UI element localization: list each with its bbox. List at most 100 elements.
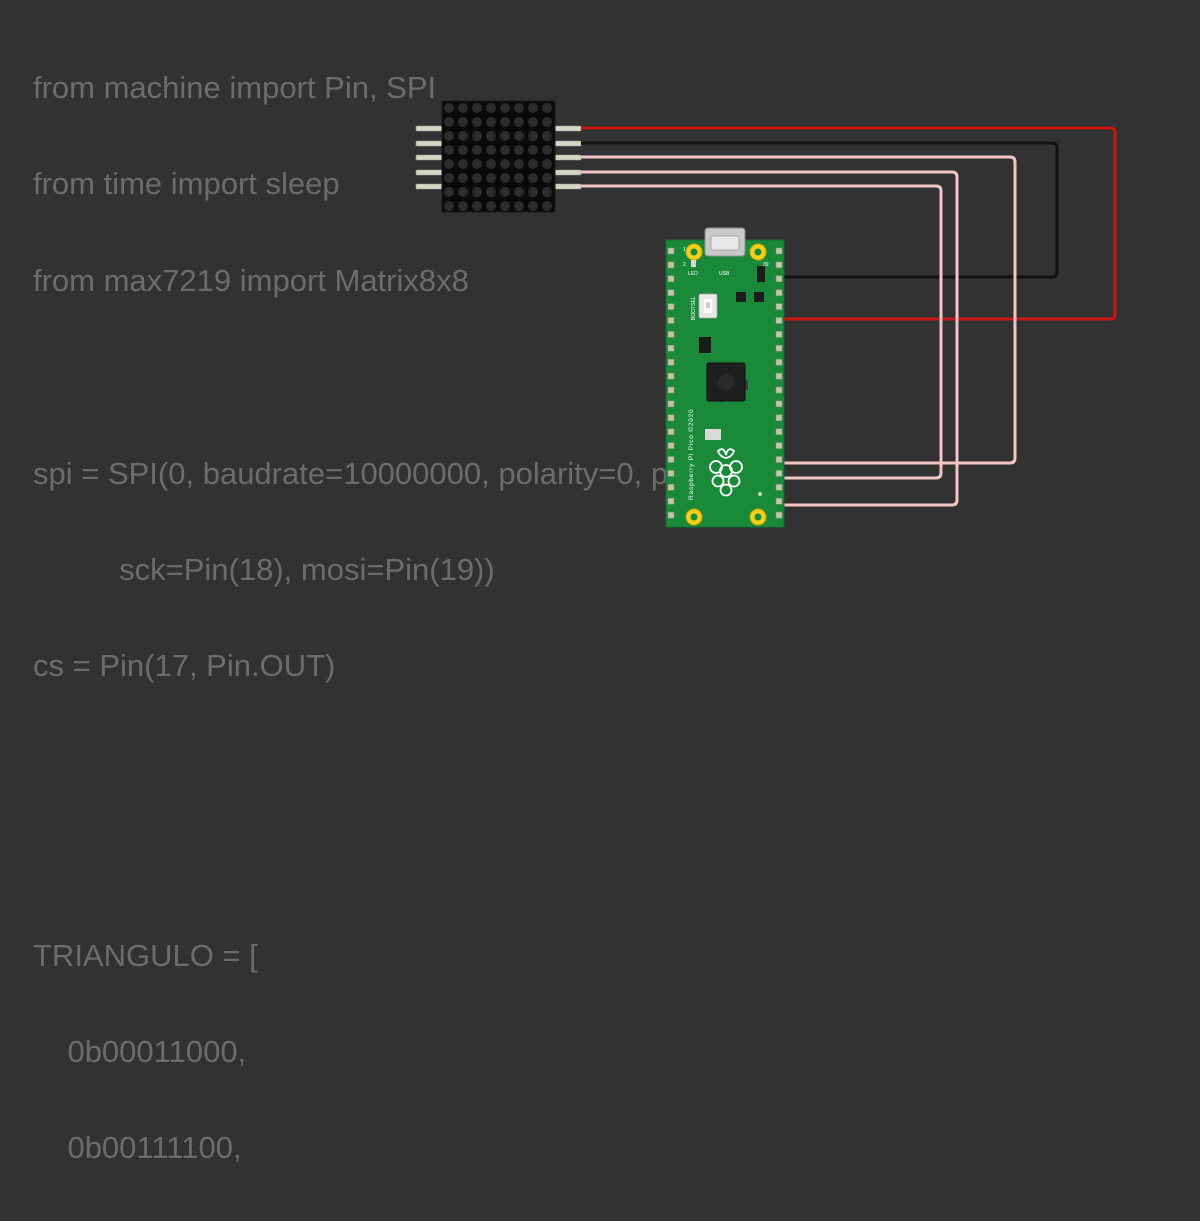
pico-pin[interactable]: [775, 372, 783, 380]
pico-pin[interactable]: [667, 331, 675, 338]
onboard-led: [691, 260, 696, 267]
matrix-led: [486, 117, 496, 127]
matrix-right-pins: [552, 125, 582, 190]
pico-pin[interactable]: [667, 456, 675, 463]
pico-pin[interactable]: [775, 289, 783, 296]
matrix-led: [472, 187, 482, 197]
pico-pin[interactable]: [775, 331, 783, 338]
pico-pin[interactable]: [775, 400, 783, 408]
board-name-label: Raspberry Pi Pico ©2020: [687, 409, 695, 500]
pico-pin[interactable]: [667, 372, 675, 380]
matrix-led: [444, 131, 454, 141]
wire-cs[interactable]: [581, 170, 959, 507]
wire-gnd[interactable]: [581, 141, 1059, 279]
matrix-led: [472, 159, 482, 169]
pico-pin[interactable]: [667, 345, 675, 352]
pico-pin[interactable]: [775, 261, 783, 269]
code-line: from machine import Pin, SPI: [33, 70, 437, 105]
matrix-led: [444, 103, 454, 113]
led-matrix-module[interactable]: [415, 100, 582, 213]
matrix-led: [528, 117, 538, 127]
matrix-led: [542, 159, 552, 169]
matrix-body: [441, 100, 556, 213]
pico-pin[interactable]: [775, 358, 783, 366]
matrix-led: [444, 117, 454, 127]
pico-pin[interactable]: [775, 414, 783, 422]
matrix-led: [514, 173, 524, 183]
pico-pin[interactable]: [667, 261, 675, 269]
pico-pin[interactable]: [667, 414, 675, 422]
matrix-led: [472, 103, 482, 113]
matrix-led: [500, 131, 510, 141]
pico-edge-pins: [667, 247, 783, 519]
matrix-led: [458, 187, 468, 197]
pico-pin[interactable]: [775, 303, 783, 310]
pico-pin[interactable]: [775, 497, 783, 505]
matrix-led: [542, 145, 552, 155]
pico-pin[interactable]: [667, 358, 675, 366]
matrix-led: [514, 159, 524, 169]
pico-pin[interactable]: [667, 275, 675, 283]
matrix-led: [528, 103, 538, 113]
wire-clk[interactable]: [581, 184, 943, 480]
matrix-led: [486, 187, 496, 197]
crystal: [705, 429, 721, 440]
pico-pin[interactable]: [775, 456, 783, 463]
wire-din[interactable]: [581, 155, 1017, 465]
code-line: spi = SPI(0, baudrate=10000000, polarity…: [33, 455, 780, 491]
pin-2-label: 2: [683, 262, 686, 268]
matrix-led: [458, 131, 468, 141]
matrix-led: [472, 117, 482, 127]
pico-pin[interactable]: [775, 386, 783, 394]
matrix-led: [500, 201, 510, 211]
pico-pin[interactable]: [667, 317, 675, 324]
matrix-led: [514, 103, 524, 113]
pico-pin[interactable]: [667, 484, 675, 491]
pico-pin[interactable]: [775, 484, 783, 491]
wires: [581, 126, 1117, 507]
pico-pin[interactable]: [775, 470, 783, 477]
code-line: sck=Pin(18), mosi=Pin(19)): [33, 551, 495, 587]
pico-pin[interactable]: [667, 442, 675, 449]
pico-pin[interactable]: [667, 247, 675, 255]
pico-pin[interactable]: [775, 345, 783, 352]
raspberry-pi-logo-icon: [709, 448, 743, 497]
matrix-led: [514, 117, 524, 127]
pico-pin[interactable]: [667, 511, 675, 519]
matrix-led: [472, 145, 482, 155]
test-point: [758, 492, 762, 496]
matrix-led: [458, 145, 468, 155]
matrix-led: [472, 131, 482, 141]
matrix-led: [528, 145, 538, 155]
pico-pin[interactable]: [667, 400, 675, 408]
code-line: from max7219 import Matrix8x8: [33, 262, 469, 298]
matrix-left-pins: [415, 125, 445, 190]
code-line: [33, 739, 779, 787]
rp2040-chip: [706, 362, 746, 402]
bootsel-label: BOOTSEL: [691, 296, 697, 320]
pico-pin[interactable]: [775, 275, 783, 283]
pico-pin[interactable]: [667, 386, 675, 394]
pico-pin[interactable]: [667, 428, 675, 435]
matrix-led: [542, 201, 552, 211]
pico-pin[interactable]: [667, 303, 675, 310]
pico-pin[interactable]: [667, 497, 675, 505]
pico-pin[interactable]: [667, 470, 675, 477]
pico-pin[interactable]: [775, 511, 783, 519]
matrix-led: [500, 159, 510, 169]
pico-pin[interactable]: [775, 428, 783, 435]
matrix-led: [458, 173, 468, 183]
matrix-led: [444, 173, 454, 183]
code-line: [33, 835, 779, 883]
raspberry-pi-pico[interactable]: 1 2 39 LED USB BOOTSEL: [665, 227, 785, 528]
pico-pin[interactable]: [775, 442, 783, 449]
pico-pin[interactable]: [775, 247, 783, 255]
matrix-led: [458, 201, 468, 211]
pico-pin[interactable]: [775, 317, 783, 324]
matrix-dots: [444, 103, 552, 211]
usb-connector: [704, 227, 746, 257]
matrix-led: [514, 187, 524, 197]
matrix-led: [542, 117, 552, 127]
pico-pin[interactable]: [667, 289, 675, 296]
wire-vcc[interactable]: [581, 126, 1117, 321]
